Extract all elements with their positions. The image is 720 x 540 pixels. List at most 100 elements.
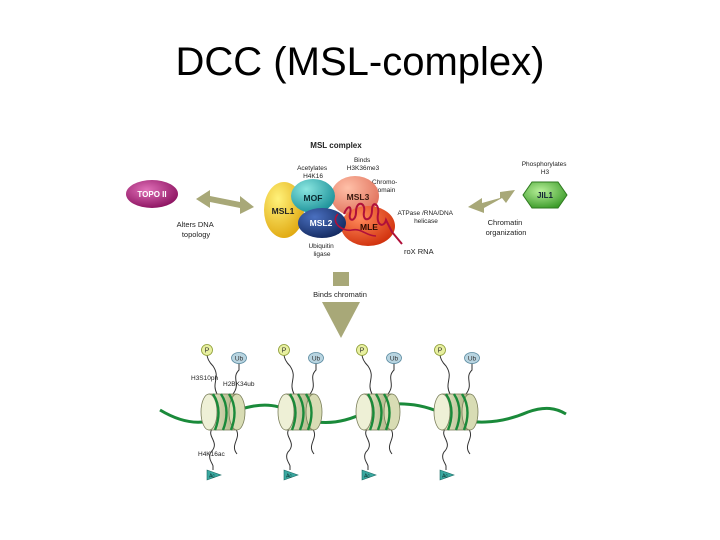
histone-tail [387,362,395,395]
chromatin-org-label: Chromatin organization [486,218,527,237]
binds-h3-label: Binds H3K36me3 [347,157,380,172]
phospho-mark-label: P [205,348,210,355]
dna-wrap [444,393,453,431]
dna-wrap [460,393,469,431]
topo-ii-protein [126,180,178,208]
phosphorylates-line-1: Phosphorylates [522,161,568,168]
phosphorylates-line-2: H3 [541,169,550,176]
histone-core-back [355,393,373,431]
acetyl-mark-label: Ac [286,474,292,480]
histone-tail [439,353,451,395]
down-arrow [322,272,360,338]
acetyl-mark-label: Ac [209,474,215,480]
alters-line-1: Alters DNA [177,220,214,229]
phospho-mark-circle [434,344,446,356]
msl1-label: MSL1 [272,206,295,216]
ubiquitin-mark-label: Ub [468,356,477,363]
ubiquitin-mark: Ub [231,352,247,364]
ubiquitin-mark-shape [308,352,324,364]
acetyl-mark-shape [206,469,222,481]
acetyl-mark: Ac [361,466,377,481]
msl3-protein [331,176,379,216]
phosphorylates-label: Phosphorylates H3 [522,161,569,176]
h4k16ac-label: H4K16ac [198,451,225,458]
acetylates-line-1: Acetylates [297,165,328,172]
histone-tail [233,427,239,455]
ubiquitin-mark-shape [386,352,402,364]
rox-rna-label: roX RNA [404,247,434,256]
binds-h3-line-2: H3K36me3 [347,165,380,172]
binds-chromatin-label: Binds chromatin [313,290,367,299]
phospho-mark-circle [356,344,368,356]
histone-tail [232,362,240,395]
histone-core-back [277,393,295,431]
chromodomain-line-1: Chromo- [372,179,397,186]
msl2-protein [298,208,346,238]
histone-tail [361,353,373,395]
phospho-mark-label: P [282,348,287,355]
histone-tail [209,427,215,467]
dna-wrap [304,393,313,431]
phospho-mark-circle [201,344,213,356]
histone-tail [465,362,473,395]
topo-ii-label: TOPO II [137,190,166,199]
mle-label: MLE [360,222,378,232]
ubiquitin-label: Ubiquitin ligase [308,243,335,258]
chromatin-org-line-1: Chromatin [488,218,523,227]
mof-protein [291,179,335,213]
msl3-label: MSL3 [347,192,370,202]
chromodomain-line-2: domain [374,187,396,194]
histone-tail [206,353,218,395]
alters-dna-label: Alters DNA topology [177,220,216,239]
jil1-kinase [522,181,568,209]
ubiquitin-mark-label: Ub [235,356,244,363]
acetyl-mark: Ac [206,466,222,481]
chromodomain-label: Chromo- domain [372,179,399,194]
ubiquitin-mark-shape [464,352,480,364]
ubiquitin-mark-shape [231,352,247,364]
rox-rna-strand [343,202,403,245]
acetyl-mark: Ac [283,466,299,481]
phospho-mark-label: P [360,348,365,355]
acetyl-mark-label: Ac [364,474,370,480]
msl2-label: MSL2 [310,218,333,228]
atpase-label: ATPase /RNA/DNA helicase [398,210,455,225]
dna-wrap [452,393,461,431]
dna-wrap [366,393,375,431]
acetylates-label: Acetylates H4K16 [297,165,329,180]
right-double-arrow [468,190,515,213]
mof-label: MOF [304,193,323,203]
ubiquitin-line-2: ligase [314,251,331,258]
left-double-arrow [196,190,254,214]
acetylates-line-2: H4K16 [303,173,323,180]
ubiquitin-mark-label: Ub [390,356,399,363]
acetyl-mark-shape [361,469,377,481]
histone-tail [466,427,472,455]
dna-wrap [382,393,391,431]
histone-tail [309,362,317,395]
dna-wrap [374,393,383,431]
acetyl-mark-shape [283,469,299,481]
ubiquitin-mark: Ub [386,352,402,364]
phospho-mark: P [278,344,290,356]
phospho-mark-label: P [438,348,443,355]
histone-core-back [433,393,451,431]
ubiquitin-mark: Ub [308,352,324,364]
dna-wrap [227,393,236,431]
alters-line-2: topology [182,230,211,239]
chromatin-org-line-2: organization [486,228,527,237]
mle-protein [341,206,395,246]
phospho-mark-circle [278,344,290,356]
histone-tail [364,427,370,467]
ubiquitin-line-1: Ubiquitin [308,243,334,250]
jil1-label: JIL1 [537,191,554,200]
histone-core-back [200,393,218,431]
binds-h3-line-1: Binds [354,157,371,164]
histone-tail [388,427,394,455]
